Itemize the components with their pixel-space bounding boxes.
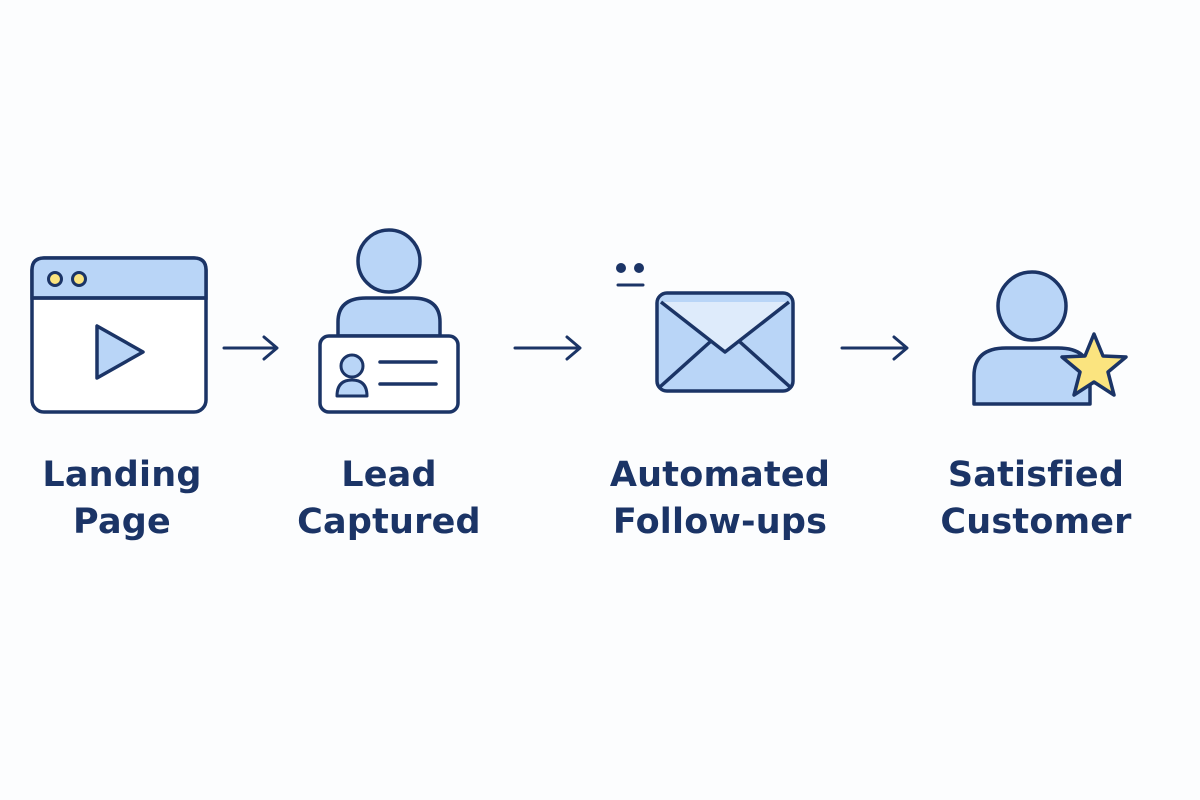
arrow-right-icon [840, 335, 909, 361]
arrow-right-icon [513, 335, 582, 361]
step-label-automated-follow-ups: Automated Follow-ups [580, 452, 860, 546]
step-label-line: Satisfied [947, 455, 1125, 495]
step-label-line: Customer [940, 502, 1132, 542]
chat-dots-icon [616, 263, 645, 287]
step-label-satisfied-customer: Satisfied Customer [896, 452, 1176, 546]
step-label-line: Automated [609, 455, 831, 495]
step-label-line: Page [73, 502, 171, 542]
person-star-icon [972, 270, 1128, 406]
person-id-card-icon [318, 228, 460, 414]
arrow-right-icon [222, 335, 279, 361]
step-label-lead-captured: Lead Captured [249, 452, 529, 546]
step-label-line: Landing [42, 455, 202, 495]
step-label-line: Captured [297, 502, 481, 542]
step-label-line: Lead [341, 455, 437, 495]
browser-play-icon [30, 256, 208, 414]
step-label-line: Follow-ups [612, 502, 828, 542]
step-label-landing-page: Landing Page [0, 452, 262, 546]
envelope-icon [655, 291, 795, 393]
